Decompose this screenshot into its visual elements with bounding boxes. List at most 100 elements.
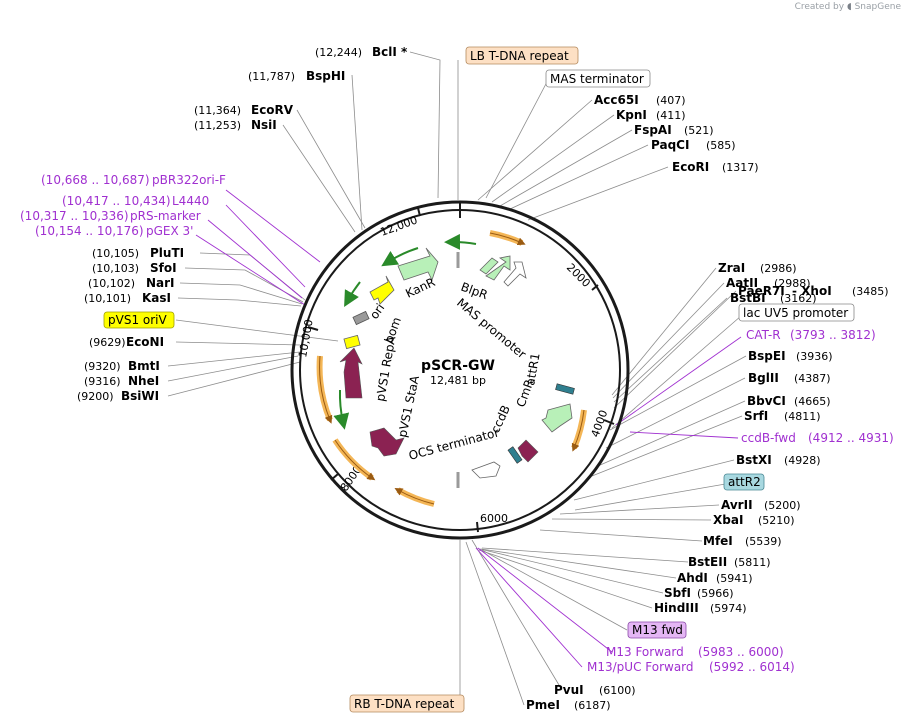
enzyme-pos: (2986) (760, 262, 797, 275)
enzyme-pos: (5811) (734, 556, 771, 569)
enzyme-name: PvuI (554, 683, 584, 697)
primer-name: ccdB-fwd (741, 431, 796, 445)
blpr-arrow (485, 255, 511, 281)
enzyme-name: Acc65I (594, 93, 639, 107)
enzyme-name: SrfI (744, 409, 768, 423)
enzyme-name: ZraI (718, 261, 745, 275)
enzyme-pos: (4811) (784, 410, 821, 423)
enzyme-name: BglII (748, 371, 779, 385)
enzyme-pos: (10,101) (84, 292, 131, 305)
enzyme-name: BspEI (748, 349, 786, 363)
enzyme-name: BbvCI (747, 394, 786, 408)
enzyme-pos: (5210) (758, 514, 795, 527)
attr2-label-box (723, 473, 765, 491)
enzyme-pos: (585) (706, 139, 736, 152)
enzyme-name: NarI (146, 276, 175, 290)
outer-features (316, 230, 587, 507)
label-ori: ori (367, 301, 387, 322)
primer-range: (4912 .. 4931) (808, 431, 894, 445)
enzyme-name: BstXI (736, 453, 772, 467)
pvs1oriv-box (103, 311, 175, 329)
enzyme-name: BmtI (128, 359, 160, 373)
primer-name: CAT-R (746, 328, 781, 342)
right-enzymes: Acc65I (407) KpnI (411) FspAI (521) PaqC… (526, 93, 889, 712)
credit-brand: SnapGene (854, 2, 901, 12)
label-repa: pVS1 RepA (373, 334, 398, 402)
enzyme-pos: (4387) (794, 372, 831, 385)
ccdb-arrow (517, 439, 539, 463)
enzyme-name: BstBI (730, 291, 766, 305)
label-ccdb: ccdB (488, 403, 513, 435)
left-enzymes: (12,244) BclI * (11,787) BspHI (11,364) … (77, 45, 408, 403)
lacuv5-arrow (471, 461, 501, 479)
enzyme-name: SbfI (664, 586, 691, 600)
enzyme-pos: (407) (656, 94, 686, 107)
enzyme-pos: (5974) (710, 602, 747, 615)
leader-lines (167, 51, 747, 706)
enzyme-pos: (10,102) (88, 277, 135, 290)
enzyme-name: BstEII (688, 555, 727, 569)
enzyme-pos: (6187) (574, 699, 611, 712)
enzyme-pos: (411) (656, 109, 686, 122)
enzyme-name: MfeI (703, 534, 733, 548)
m13fwd-label: M13 fwd (632, 623, 683, 637)
mas-promoter-arrow (503, 261, 527, 287)
kanr-arrow (397, 247, 439, 282)
enzyme-pos: (11,787) (248, 70, 295, 83)
m13fwd-box (627, 621, 687, 639)
enzyme-pos: (3936) (796, 350, 833, 363)
tick-6000: 6000 (480, 512, 508, 525)
enzyme-name: KpnI (616, 108, 647, 122)
tick-12000: 12,000 (379, 213, 420, 238)
label-attr1: attR1 (523, 352, 542, 387)
enzyme-name: NheI (128, 374, 159, 388)
enzyme-name: PmeI (526, 698, 560, 712)
enzyme-name-xhoi: - XhoI (792, 284, 832, 298)
primer-name: pRS-marker (130, 209, 201, 223)
enzyme-name: XbaI (713, 513, 743, 527)
lacuv5-label: lac UV5 promoter (743, 306, 848, 320)
label-mas-prom: MAS promoter (454, 296, 529, 362)
attr2-box (507, 446, 523, 464)
enzyme-name: AvrII (721, 498, 753, 512)
boxed-labels: LB T-DNA repeat MAS terminator lac UV5 p… (103, 46, 855, 713)
ori-arrow (369, 275, 395, 305)
primer-range: (10,417 .. 10,434) (62, 194, 171, 208)
orivbox (343, 334, 361, 350)
enzyme-pos: (2988) (774, 277, 811, 290)
enzyme-pos: (9316) (84, 375, 121, 388)
tick-marks (307, 202, 615, 533)
enzyme-pos: (12,244) (315, 46, 362, 59)
pvs1oriv-label: pVS1 oriV (108, 313, 168, 327)
plasmid-length: 12,481 bp (430, 374, 486, 387)
enzyme-name: BspHI (306, 69, 345, 83)
enzyme-pos: (9200) (77, 390, 114, 403)
tick-2000: 2000 (564, 261, 593, 290)
enzyme-pos: (10,105) (92, 247, 139, 260)
label-staa: pVS1 StaA (395, 374, 422, 439)
primer-name: pBR322ori-F (152, 173, 226, 187)
enzyme-pos: (5966) (697, 587, 734, 600)
snapgene-credit: Created by ◖ SnapGene (795, 2, 901, 12)
enzyme-pos: (1317) (722, 161, 759, 174)
rb-label: RB T-DNA repeat (354, 697, 455, 711)
primer-range: (5992 .. 6014) (709, 660, 795, 674)
attr1-box (555, 383, 575, 395)
primer-range: (10,317 .. 10,336) (20, 209, 129, 223)
enzyme-pos: (11,364) (194, 104, 241, 117)
attr2-label: attR2 (728, 475, 761, 489)
mas-term-box (545, 69, 651, 88)
enzyme-name: BsiWI (121, 389, 159, 403)
enzyme-pos: (3485) (852, 285, 889, 298)
enzyme-pos: (521) (684, 124, 714, 137)
enzyme-name: PaqCI (651, 138, 689, 152)
primer-name: pGEX 3' (146, 224, 193, 238)
enzyme-name: AatII (726, 276, 758, 290)
enzyme-pos: (4928) (784, 454, 821, 467)
primer-name: M13 Forward (606, 645, 684, 659)
lb-box (465, 46, 579, 65)
primer-name: L4440 (172, 194, 209, 208)
staa-arrow (369, 427, 405, 457)
enzyme-pos: (4665) (794, 395, 831, 408)
